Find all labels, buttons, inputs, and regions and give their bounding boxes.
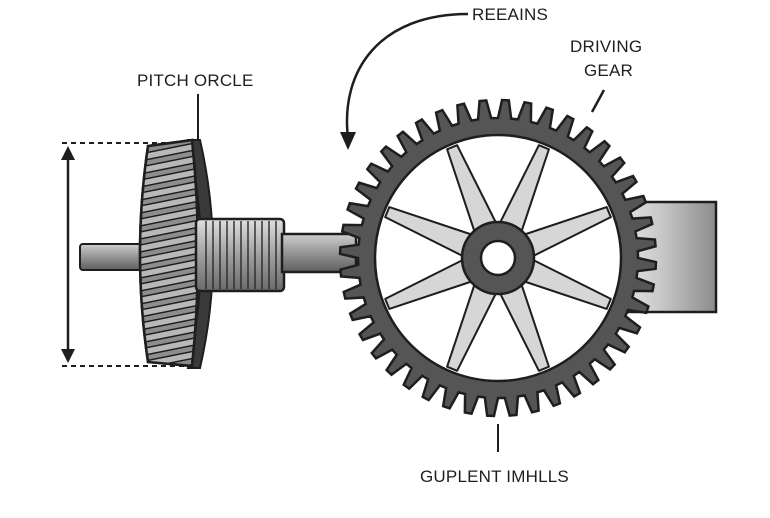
bevel-gear-tooth	[140, 334, 198, 359]
bevel-gear	[138, 138, 214, 369]
dimension-arrow-head-top	[61, 146, 75, 160]
driving-gear-label-line1: DRIVING	[570, 37, 642, 56]
bevel-gear-tooth	[140, 256, 198, 281]
top-callout-arrow-head	[340, 132, 356, 150]
bevel-gear-tooth	[140, 230, 198, 255]
top-callout-label: REEAINS	[472, 5, 548, 24]
pitch-circle-dimension	[61, 142, 200, 367]
bevel-gear-tooth	[140, 204, 198, 229]
bevel-gear-tooth	[140, 269, 198, 294]
bevel-gear-back-face	[186, 139, 214, 369]
spline-ridges	[205, 221, 277, 289]
bevel-gear-tooth	[140, 178, 198, 203]
bevel-gear-tooth	[140, 282, 198, 307]
top-callout-curve	[345, 12, 469, 139]
bevel-gear-tooth	[140, 308, 198, 333]
driving-gear	[338, 98, 658, 418]
bevel-gear-tooth	[140, 217, 198, 242]
bevel-gear-tooth	[140, 243, 198, 268]
bevel-gear-tooth	[140, 165, 198, 190]
splined-coupling	[194, 217, 286, 293]
bevel-gear-tooth	[140, 191, 198, 216]
bevel-gear-tooth	[140, 140, 198, 164]
top-callout-arrow	[340, 12, 469, 150]
bevel-gear-tooth	[140, 321, 198, 346]
bevel-gear-teeth	[140, 140, 198, 366]
bevel-gear-tooth	[140, 152, 198, 177]
dimension-arrow-head-bottom	[61, 349, 75, 363]
pitch-circle-label: PITCH ORCLE	[137, 71, 254, 90]
bottom-label: GUPLENT IMHLLS	[420, 467, 569, 486]
driving-gear-label-line2: GEAR	[584, 61, 633, 80]
driving-gear-bore	[479, 239, 517, 277]
bevel-gear-outline	[138, 138, 200, 368]
driving-gear-leader-line	[590, 89, 606, 113]
bevel-gear-tooth	[140, 295, 198, 320]
spline-sleeve	[194, 217, 286, 293]
